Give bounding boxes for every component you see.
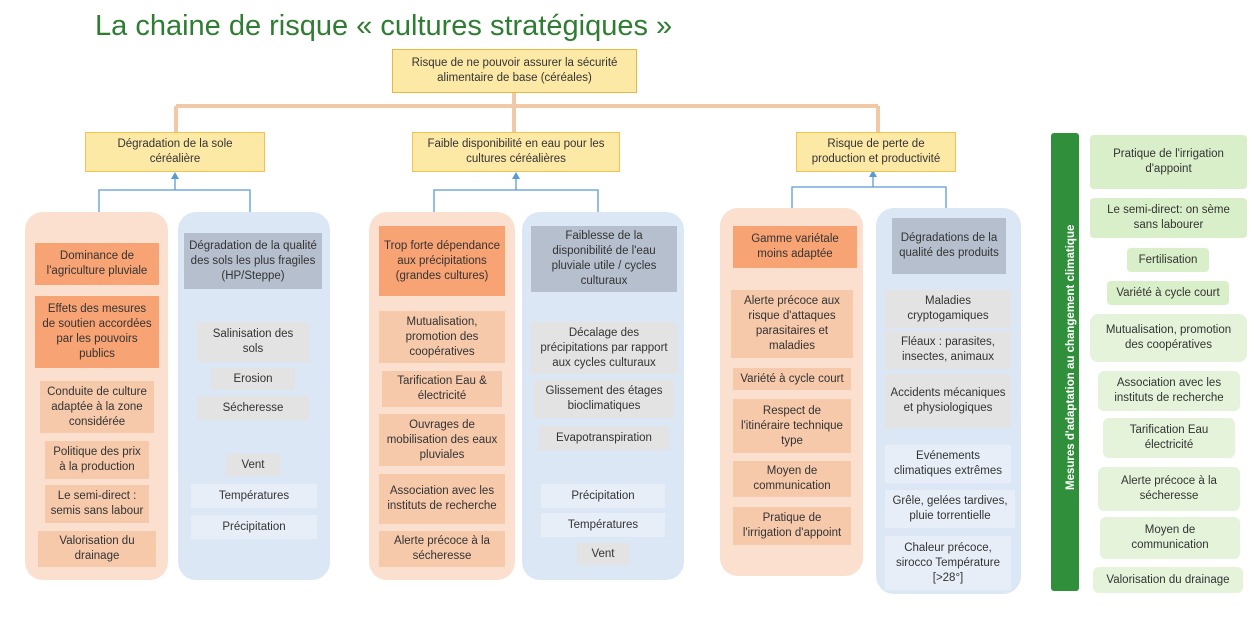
- root-connector: [174, 92, 880, 132]
- factor-box: Sécheresse: [197, 396, 309, 420]
- factor-box: Décalage des précipitations par rapport …: [531, 322, 677, 374]
- adaptation-measure: Alerte précoce à la sécheresse: [1098, 467, 1240, 511]
- measure-box: Association avec les instituts de recher…: [379, 474, 505, 524]
- factor-box: Erosion: [211, 368, 295, 390]
- driver-box: Dominance de l'agriculture pluviale: [35, 243, 159, 285]
- factor-box: Maladies cryptogamiques: [885, 290, 1011, 328]
- adaptation-measure: Pratique de l'irrigation d'appoint: [1090, 135, 1247, 189]
- factor-box: Accidents mécaniques et physiologiques: [885, 374, 1011, 428]
- adaptation-measure: Mutualisation, promotion des coopérative…: [1090, 314, 1247, 362]
- adaptation-measure: Variété à cycle court: [1107, 281, 1229, 305]
- adaptation-measure: Le semi-direct: on sème sans labourer: [1090, 198, 1247, 238]
- factor-box: Evapotranspiration: [539, 426, 669, 450]
- measure-box: Valorisation du drainage: [38, 531, 156, 567]
- adaptation-measure: Valorisation du drainage: [1093, 567, 1243, 593]
- factor-box: Fléaux : parasites, insectes, animaux: [885, 331, 1011, 369]
- impact-box: Faiblesse de la disponibilité de l'eau p…: [531, 226, 677, 292]
- impact-box: Dégradations de la qualité des produits: [892, 218, 1006, 274]
- factor-box: Salinisation des sols: [197, 322, 309, 362]
- factor-box: Glissement des étages bioclimatiques: [534, 380, 674, 418]
- measure-box: Moyen de communication: [733, 461, 851, 497]
- risk-box-2: Faible disponibilité en eau pour les cul…: [412, 132, 620, 172]
- measure-box: Respect de l'itinéraire technique type: [733, 399, 851, 453]
- risk-box-1: Dégradation de la sole céréalière: [85, 132, 265, 172]
- driver-box: Gamme variétale moins adaptée: [733, 226, 857, 268]
- adaptation-measure: Association avec les instituts de recher…: [1098, 371, 1240, 411]
- factor-box: Evénements climatiques extrêmes: [885, 445, 1011, 483]
- adaptation-measure: Tarification Eau électricité: [1103, 418, 1235, 458]
- factor-box: Précipitation: [191, 515, 317, 539]
- measure-box: Alerte précoce aux risque d'attaques par…: [731, 290, 853, 358]
- risk-box-3: Risque de perte de production et product…: [796, 132, 956, 172]
- factor-box: Grêle, gelées tardives, pluie torrentiel…: [885, 490, 1015, 528]
- measure-box: Ouvrages de mobilisation des eaux pluvia…: [379, 414, 505, 466]
- factor-box: Températures: [191, 484, 317, 508]
- impact-box: Dégradation de la qualité des sols les p…: [184, 233, 322, 289]
- measure-box: Pratique de l'irrigation d'appoint: [733, 507, 851, 545]
- factor-box: Chaleur précoce, sirocco Température [>2…: [885, 536, 1011, 590]
- adaptation-bar: [1051, 133, 1079, 591]
- factor-box: Vent: [226, 454, 280, 476]
- factor-box: Vent: [577, 543, 629, 565]
- adaptation-measure: Moyen de communication: [1100, 517, 1240, 559]
- factor-box: Précipitation: [541, 484, 665, 508]
- measure-box: Variété à cycle court: [733, 368, 851, 390]
- driver-box: Trop forte dépendance aux précipitations…: [379, 226, 505, 296]
- measure-box: Mutualisation, promotion des coopérative…: [379, 311, 505, 363]
- driver-box: Effets des mesures de soutien accordées …: [35, 296, 159, 368]
- root-risk-box: Risque de ne pouvoir assurer la sécurité…: [392, 49, 637, 93]
- adaptation-measure: Fertilisation: [1127, 248, 1209, 272]
- page-title: La chaine de risque « cultures stratégiq…: [95, 10, 673, 42]
- measure-box: Tarification Eau & électricité: [382, 371, 502, 407]
- measure-box: Politique des prix à la production: [45, 441, 149, 479]
- measure-box: Conduite de culture adaptée à la zone co…: [40, 381, 154, 433]
- measure-box: Le semi-direct : semis sans labour: [45, 485, 149, 523]
- adaptation-label: Mesures d'adaptation au changement clima…: [1065, 224, 1077, 490]
- measure-box: Alerte précoce à la sécheresse: [379, 531, 505, 567]
- factor-box: Températures: [541, 513, 665, 537]
